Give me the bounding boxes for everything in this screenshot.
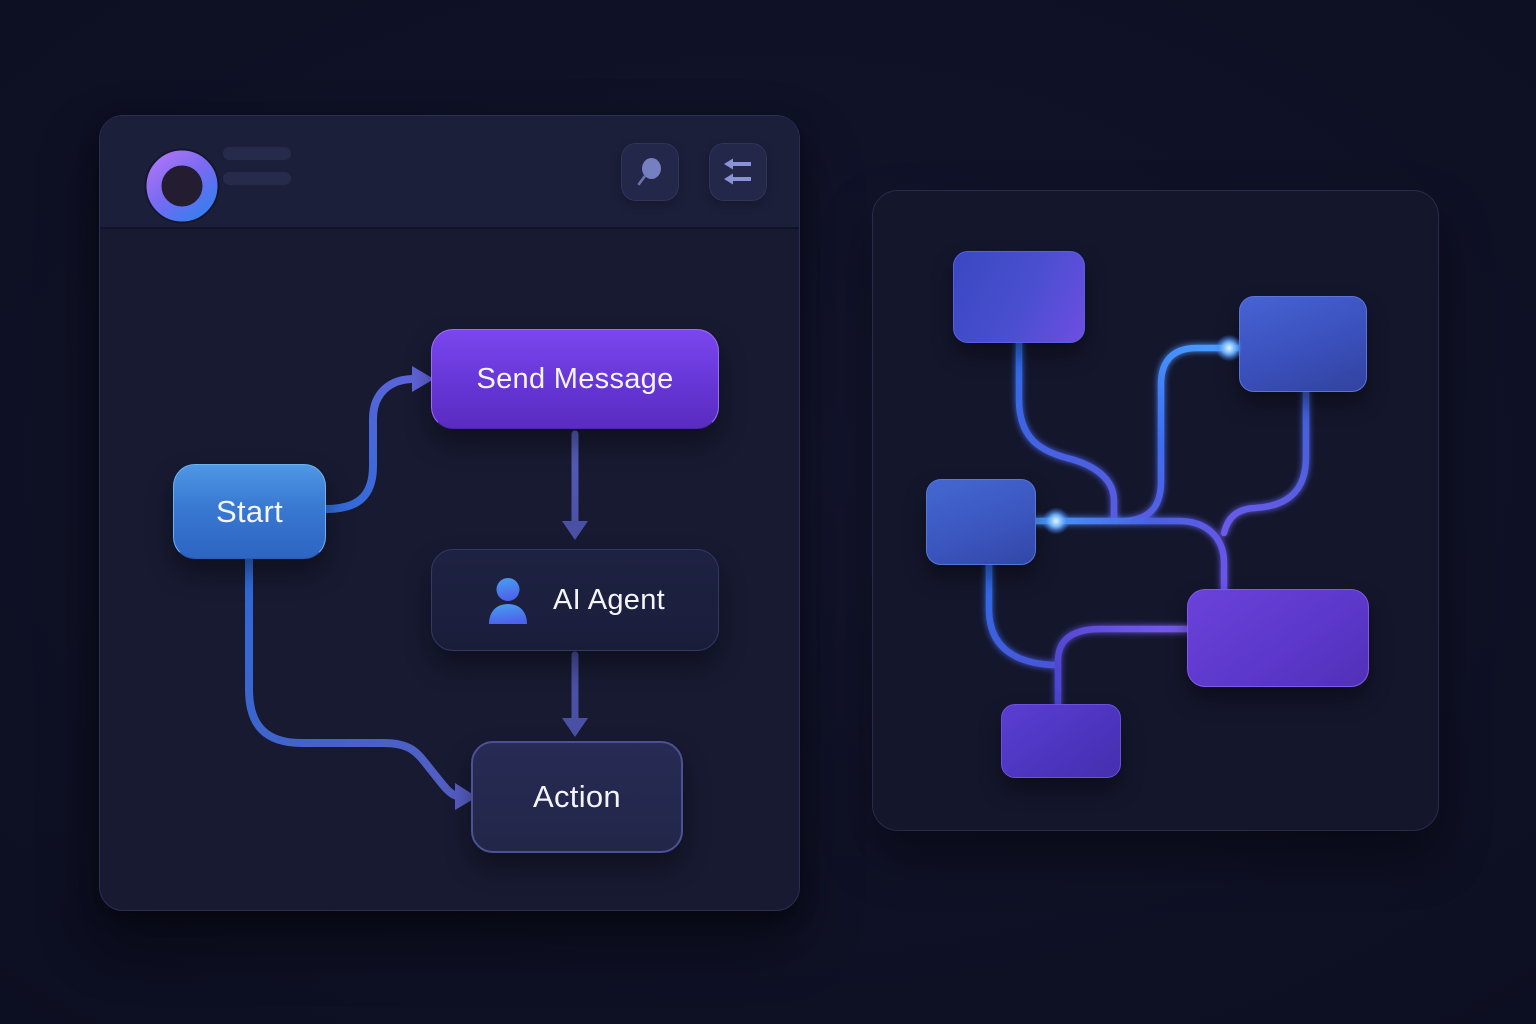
map-node-mid-left[interactable]: [926, 479, 1036, 565]
node-label: Send Message: [476, 362, 674, 395]
search-icon: [637, 158, 661, 186]
map-edge-bottom-right: [1054, 625, 1191, 708]
app-logo-icon[interactable]: [138, 142, 226, 230]
flow-node-send-message[interactable]: Send Message: [431, 329, 719, 429]
flow-node-start[interactable]: Start: [173, 464, 326, 559]
connection-glow-dot: [1043, 508, 1069, 534]
map-node-top-left[interactable]: [953, 251, 1085, 343]
menu-line-1: [223, 147, 291, 160]
edge-send-to-agent: [562, 430, 588, 540]
menu-line-2: [223, 172, 291, 185]
map-node-bottom[interactable]: [1001, 704, 1121, 778]
map-edge-topleft-center: [1015, 339, 1118, 525]
map-edge-topright-center: [1121, 344, 1243, 525]
edge-start-to-send-message: [322, 366, 434, 513]
menu-lines[interactable]: [223, 147, 293, 197]
swap-button[interactable]: [709, 143, 767, 201]
flow-builder-window: Start Send Message AI Agent Action: [99, 115, 800, 911]
map-edge-midleft-right: [1032, 517, 1228, 593]
map-node-right[interactable]: [1187, 589, 1369, 687]
flow-node-ai-agent[interactable]: AI Agent: [431, 549, 719, 651]
map-edge-topright-down: [1220, 388, 1310, 537]
node-label: AI Agent: [552, 583, 666, 616]
edge-agent-to-action: [562, 651, 588, 737]
connection-glow-dot: [1216, 335, 1242, 361]
node-label: Action: [533, 779, 621, 814]
swap-arrows-icon: [724, 158, 751, 185]
map-edges-layer: [985, 339, 1310, 708]
map-edge-midleft-bottom: [985, 561, 1062, 669]
map-node-top-right[interactable]: [1239, 296, 1367, 392]
node-graph-panel: [872, 190, 1439, 831]
node-label: Start: [216, 493, 283, 529]
flow-node-action[interactable]: Action: [471, 741, 683, 853]
search-button[interactable]: [621, 143, 679, 201]
window-header: [100, 116, 799, 229]
user-icon: [488, 578, 527, 624]
